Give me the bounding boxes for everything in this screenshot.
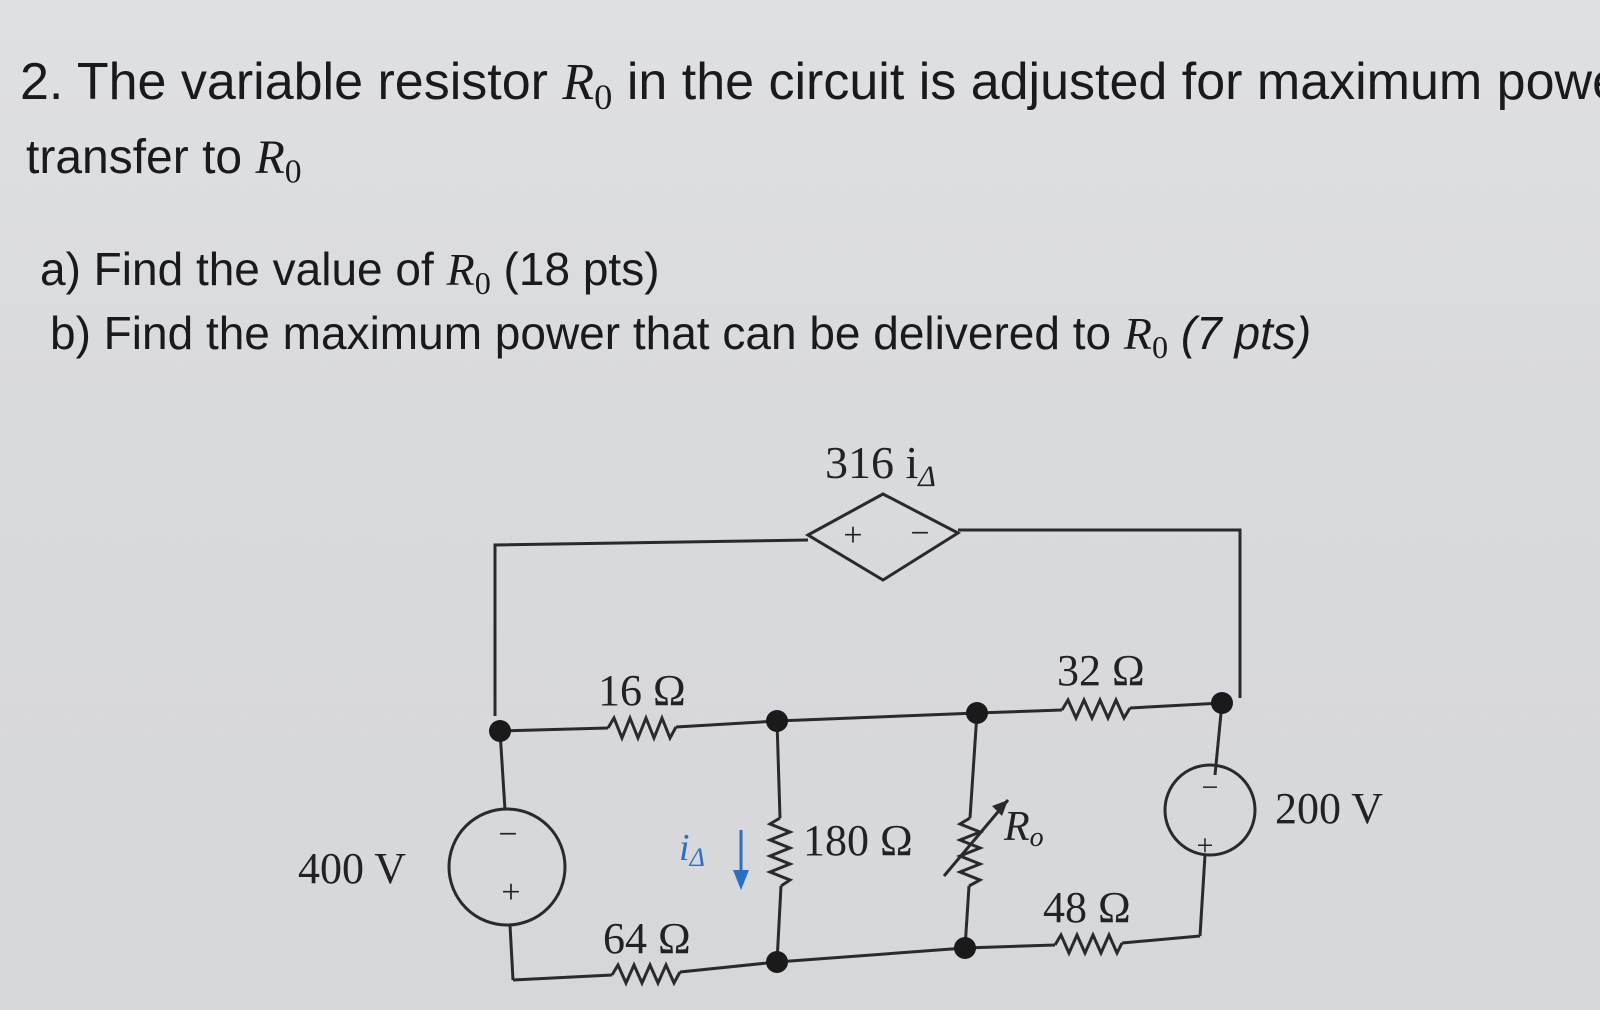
resistor-48-ohm [1053, 931, 1124, 957]
ro-arrow-head [992, 800, 1008, 816]
part-a-points: (18 pts) [490, 243, 660, 295]
current-label: iΔ [679, 827, 705, 872]
wire-ro-top [968, 712, 979, 819]
v400-label: 400 V [298, 844, 406, 893]
r32-label: 32 Ω [1057, 646, 1145, 695]
node-left [489, 720, 511, 742]
r-subscript: 0 [474, 265, 491, 302]
part-b: b) Find the maximum power that can be de… [50, 306, 1311, 366]
node-right [1211, 692, 1233, 714]
node-ro-top [966, 702, 988, 724]
top-wire-right [958, 528, 1242, 698]
wire-200-bottom [1198, 854, 1207, 937]
part-b-text: b) Find the maximum power that can be de… [50, 307, 1124, 359]
wire-bottom-mid [776, 946, 966, 964]
question-text-1a: 2. The variable resistor [20, 53, 563, 111]
dep-source-minus: − [910, 515, 929, 552]
question-line-2: transfer to R0 [26, 130, 302, 191]
wire-mid [776, 711, 978, 723]
ro-letter: R [1003, 804, 1030, 850]
resistor-180-ohm [765, 816, 795, 888]
ro-sub: o [1030, 822, 1044, 853]
r16-label: 16 Ω [598, 666, 686, 715]
node-mid-bottom [766, 951, 788, 973]
r-letter: R [1123, 308, 1152, 359]
r-subscript: 0 [1151, 329, 1169, 366]
v200-label: 200 V [1275, 784, 1383, 833]
voltage-source-200v [1163, 763, 1257, 857]
r48-label: 48 Ω [1043, 883, 1131, 932]
wire-200-top [1213, 702, 1224, 776]
resistor-ro [955, 816, 985, 888]
dep-source-gain: 316 i [825, 437, 918, 488]
v400-plus: + [501, 874, 520, 911]
wire-16-left [499, 726, 609, 733]
v200-plus: + [1197, 829, 1214, 862]
wire-64-left [512, 973, 613, 982]
r0-symbol: R0 [446, 244, 491, 301]
r-letter: R [446, 244, 475, 295]
part-a: a) Find the value of R0 (18 pts) [40, 242, 660, 302]
r-letter: R [255, 131, 285, 184]
node-ro-bottom [954, 937, 976, 959]
r0-symbol: R0 [255, 131, 301, 190]
ro-label: Ro [1003, 804, 1044, 853]
node-mid-top [766, 710, 788, 732]
r0-symbol: R0 [562, 54, 612, 117]
dep-source-plus: + [843, 517, 862, 554]
current-arrow-head [733, 870, 749, 890]
r-letter: R [562, 54, 595, 111]
wire-48-right [1121, 934, 1201, 945]
v200-minus: − [1202, 771, 1219, 804]
wire-400-top [498, 730, 507, 811]
wire-180-bottom [775, 885, 783, 963]
wire-180-top [775, 720, 782, 819]
question-text-2: transfer to [26, 131, 256, 184]
resistor-32-ohm [1060, 696, 1132, 722]
question-text-1b: in the circuit is adjusted for maximum p… [612, 53, 1600, 111]
r-subscript: 0 [284, 153, 302, 191]
wire-48-left [964, 943, 1056, 950]
wire-64-right [679, 960, 778, 974]
dep-source-sub: Δ [917, 460, 936, 493]
dep-source-label: 316 iΔ [825, 437, 936, 493]
v400-minus: − [498, 816, 517, 853]
r180-label: 180 Ω [803, 816, 913, 865]
question-line-1: 2. The variable resistor R0 in the circu… [20, 52, 1600, 118]
wire-16-right [675, 719, 778, 729]
top-wire-left [493, 538, 809, 716]
voltage-source-400v [447, 807, 567, 927]
wire-32-left [976, 708, 1063, 715]
current-sub: Δ [689, 843, 705, 872]
ro-variable-arrow [942, 799, 1010, 877]
part-b-points: (7 pts) [1168, 307, 1312, 359]
dependent-voltage-source [804, 492, 962, 582]
r0-symbol: R0 [1123, 308, 1168, 365]
current-letter: i [679, 827, 690, 869]
resistor-64-ohm [610, 961, 682, 987]
r64-label: 64 Ω [603, 914, 691, 963]
r-subscript: 0 [594, 77, 613, 118]
wire-32-right [1129, 701, 1223, 710]
resistor-16-ohm [606, 713, 678, 743]
wire-400-bottom [508, 924, 515, 981]
part-a-text: a) Find the value of [40, 243, 447, 295]
